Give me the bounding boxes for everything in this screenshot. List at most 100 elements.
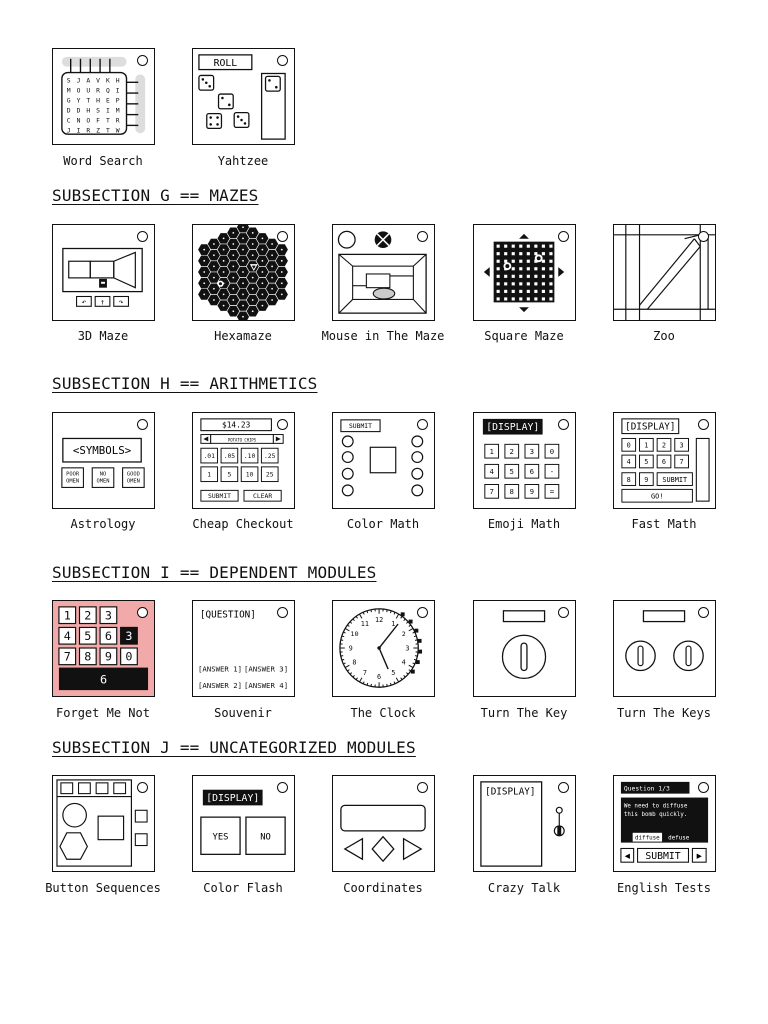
grid-letter: P [116,97,120,104]
module-label-square-maze: Square Maze [484,329,564,343]
choice-selected: diffuse [635,836,660,842]
turn-the-keys-art [625,610,704,672]
module-souvenir[interactable]: [QUESTION] [ANSWER 1] [ANSWER 3] [ANSWER… [192,600,295,697]
module-label-hexamaze: Hexamaze [214,329,272,343]
status-light [417,607,428,618]
status-light [698,782,709,793]
svg-text:SUBMIT: SUBMIT [662,476,687,484]
module-crazy-talk[interactable]: [DISPLAY] [473,775,576,872]
key: 7 [489,487,493,496]
key: .05 [224,453,236,460]
module-color-math[interactable]: SUBMIT [332,412,435,509]
status-light [137,607,148,618]
key: .10 [244,453,256,460]
forward-arrow-icon: ↑ [100,297,105,306]
status-light [558,231,569,242]
grid-letter: C [67,118,71,125]
module-label-color-math: Color Math [346,517,420,531]
number-key: 9 [105,650,112,664]
grid-letter: O [77,87,81,94]
module-turn-the-key[interactable] [473,600,576,697]
module-label-turn-the-key: Turn The Key [480,706,568,720]
svg-text:this bomb quickly.: this bomb quickly. [624,812,688,818]
key: 0 [550,447,554,456]
maze3d-art: ↶ ↑ ↷ [62,247,143,307]
grid-letter: F [96,118,100,125]
module-button-sequences[interactable] [52,775,155,872]
yes-button: YES [213,833,229,843]
module-zoo[interactable] [613,224,716,321]
item-display: POTATO CHIPS [228,437,257,442]
status-light [137,55,148,66]
mouse-maze-art [337,230,427,314]
grid-letter: G [67,97,71,104]
clock-number: 10 [350,630,358,638]
module-label-mouse-in-the-maze: Mouse in The Maze [321,329,445,343]
grid-letter: D [67,108,71,115]
grid-letter: M [67,87,71,94]
number-key: 0 [125,650,132,664]
module-label-forget-me-not: Forget Me Not [56,706,150,720]
module-mouse-in-the-maze[interactable] [332,224,435,321]
module-coordinates[interactable] [332,775,435,872]
module-color-flash[interactable]: [DISPLAY] YES NO [192,775,295,872]
clock-number: 11 [361,620,369,628]
number-key: 3 [105,609,112,623]
key: 8 [627,476,631,484]
grid-letter: I [77,128,81,135]
status-light [277,55,288,66]
key: 6 [662,458,666,466]
svg-text:CLEAR: CLEAR [253,493,272,500]
grid-letter: E [106,97,110,104]
clock-number: 5 [391,669,395,677]
svg-text:[ANSWER 1]: [ANSWER 1] [198,665,242,674]
module-label-souvenir: Souvenir [214,706,272,720]
key: 25 [266,472,274,479]
module-3d-maze[interactable]: ↶ ↑ ↷ [52,224,155,321]
key: 2 [510,447,514,456]
module-english-tests[interactable]: Question 1/3 We need to diffuse this bom… [613,775,716,872]
clock-number: 9 [349,644,353,652]
svg-text:NO: NO [100,472,106,478]
zoo-art [614,225,715,320]
key: 8 [510,487,514,496]
color-flash-art: [DISPLAY] YES NO [200,789,286,855]
key: .25 [264,453,276,460]
choice-other: defuse [668,836,690,842]
turn-left-icon: ↶ [82,297,87,306]
module-turn-the-keys[interactable] [613,600,716,697]
submit-button: SUBMIT [645,851,680,862]
module-label-button-sequences: Button Sequences [45,881,161,895]
clock-number: 2 [402,630,406,638]
key: 3 [680,441,684,449]
grid-letter: H [116,77,120,84]
status-light [698,419,709,430]
clock-number: 6 [377,673,381,681]
grid-letter: T [106,118,110,125]
svg-text:[ANSWER 3]: [ANSWER 3] [244,665,288,674]
symbols-display: <SYMBOLS> [73,444,132,457]
grid-letter: R [116,118,120,125]
status-light [277,419,288,430]
key: 6 [530,467,534,476]
module-label-color-flash: Color Flash [203,881,283,895]
module-square-maze[interactable] [473,224,576,321]
module-label-coordinates: Coordinates [343,881,423,895]
grid-letter: W [116,128,120,135]
button-sequences-art [56,779,148,867]
grid-letter: R [86,128,90,135]
section-heading-arithmetics: SUBSECTION H == ARITHMETICS [52,374,318,393]
english-tests-art: Question 1/3 We need to diffuse this bom… [620,781,709,863]
module-yahtzee[interactable]: ROLL [192,48,295,145]
module-hexamaze[interactable] [192,224,295,321]
